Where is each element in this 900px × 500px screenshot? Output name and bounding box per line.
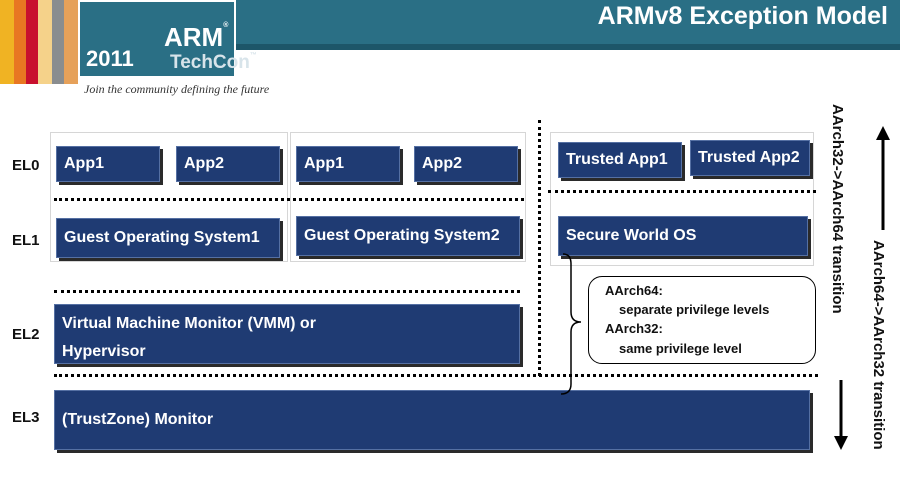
transition-up-label: AArch32->AArch64 transition	[829, 104, 846, 314]
guest-os2-box: Guest Operating System2	[296, 216, 520, 256]
el0-label: EL0	[12, 157, 40, 174]
vmm-line2: Hypervisor	[62, 343, 146, 360]
guest-os1-box: Guest Operating System1	[56, 218, 280, 258]
panel-guest2	[290, 132, 526, 262]
trustzone-monitor-box: (TrustZone) Monitor	[54, 390, 810, 450]
el3-label: EL3	[12, 409, 40, 426]
el1-label: EL1	[12, 232, 40, 249]
panel-guest1	[50, 132, 288, 262]
callout-aarch64: AArch64:	[605, 283, 663, 298]
vmm-hypervisor-box: Virtual Machine Monitor (VMM) or Hypervi…	[54, 304, 520, 364]
panel-secure	[550, 132, 814, 266]
callout-aarch32-desc: same privilege level	[619, 341, 742, 356]
arrow-up-icon	[876, 126, 890, 230]
vmm-line1: Virtual Machine Monitor (VMM) or	[62, 315, 316, 332]
transition-down-label: AArch64->AArch32 transition	[870, 240, 887, 450]
callout-aarch32: AArch32:	[605, 321, 663, 336]
trusted-app2-box: Trusted App2	[690, 140, 810, 176]
separator-el1-el2	[54, 290, 520, 293]
el2-label: EL2	[12, 326, 40, 343]
slide-title: ARMv8 Exception Model	[597, 2, 888, 30]
separator-secure-world	[538, 120, 541, 376]
secure-world-os-box: Secure World OS	[558, 216, 808, 256]
arrow-down-icon	[834, 380, 848, 450]
callout-aarch64-desc: separate privilege levels	[619, 302, 770, 317]
app2-box-guest2: App2	[414, 146, 518, 182]
separator-el0-el1-secure	[548, 190, 816, 193]
logo-product: TechCon™	[170, 52, 257, 73]
techcon-logo: 2011 ARM® TechCon™	[78, 0, 257, 78]
logo-tagline: Join the community defining the future	[84, 82, 270, 96]
privilege-callout: AArch64: separate privilege levels AArch…	[588, 276, 816, 364]
app2-box-guest1: App2	[176, 146, 280, 182]
logo-brand: ARM®	[164, 22, 229, 52]
separator-el2-el3	[54, 374, 818, 377]
trusted-app1-box: Trusted App1	[558, 142, 682, 178]
separator-el0-el1-normal	[54, 198, 524, 201]
app1-box-guest2: App1	[296, 146, 400, 182]
logo-year: 2011	[86, 46, 134, 71]
callout-bracket	[560, 253, 582, 395]
logo-stripes-graphic	[0, 0, 78, 84]
app1-box-guest1: App1	[56, 146, 160, 182]
